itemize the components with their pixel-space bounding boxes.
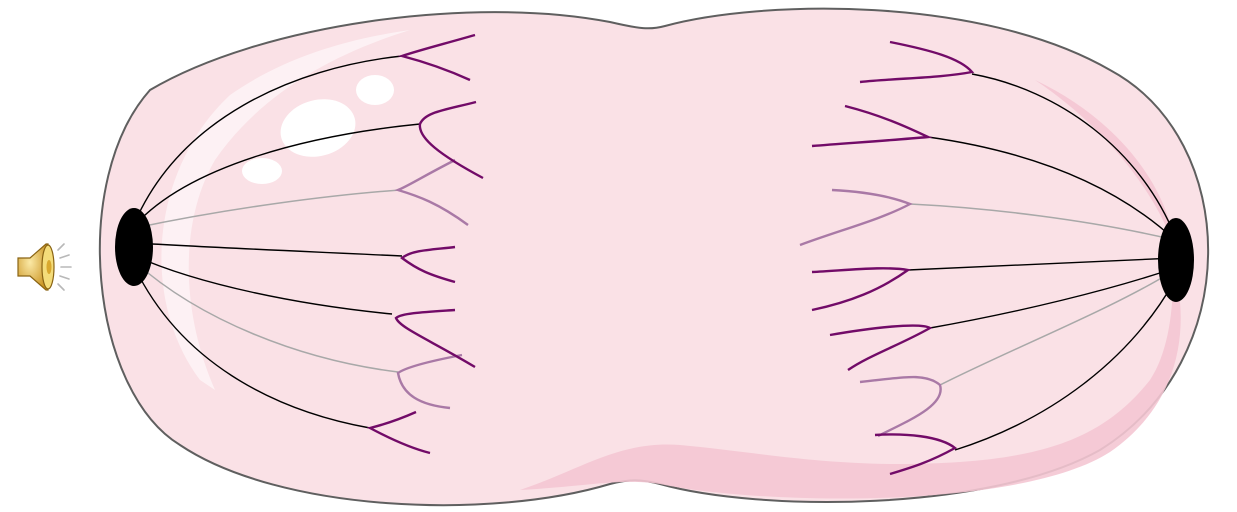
speaker-dome xyxy=(47,260,52,274)
centrosome-right xyxy=(1158,218,1194,302)
sound-waves xyxy=(58,244,71,290)
speaker-icon[interactable] xyxy=(14,236,76,298)
centrosome-left xyxy=(115,208,153,286)
highlight-bubble xyxy=(242,158,282,184)
highlight-bubble xyxy=(356,75,394,105)
